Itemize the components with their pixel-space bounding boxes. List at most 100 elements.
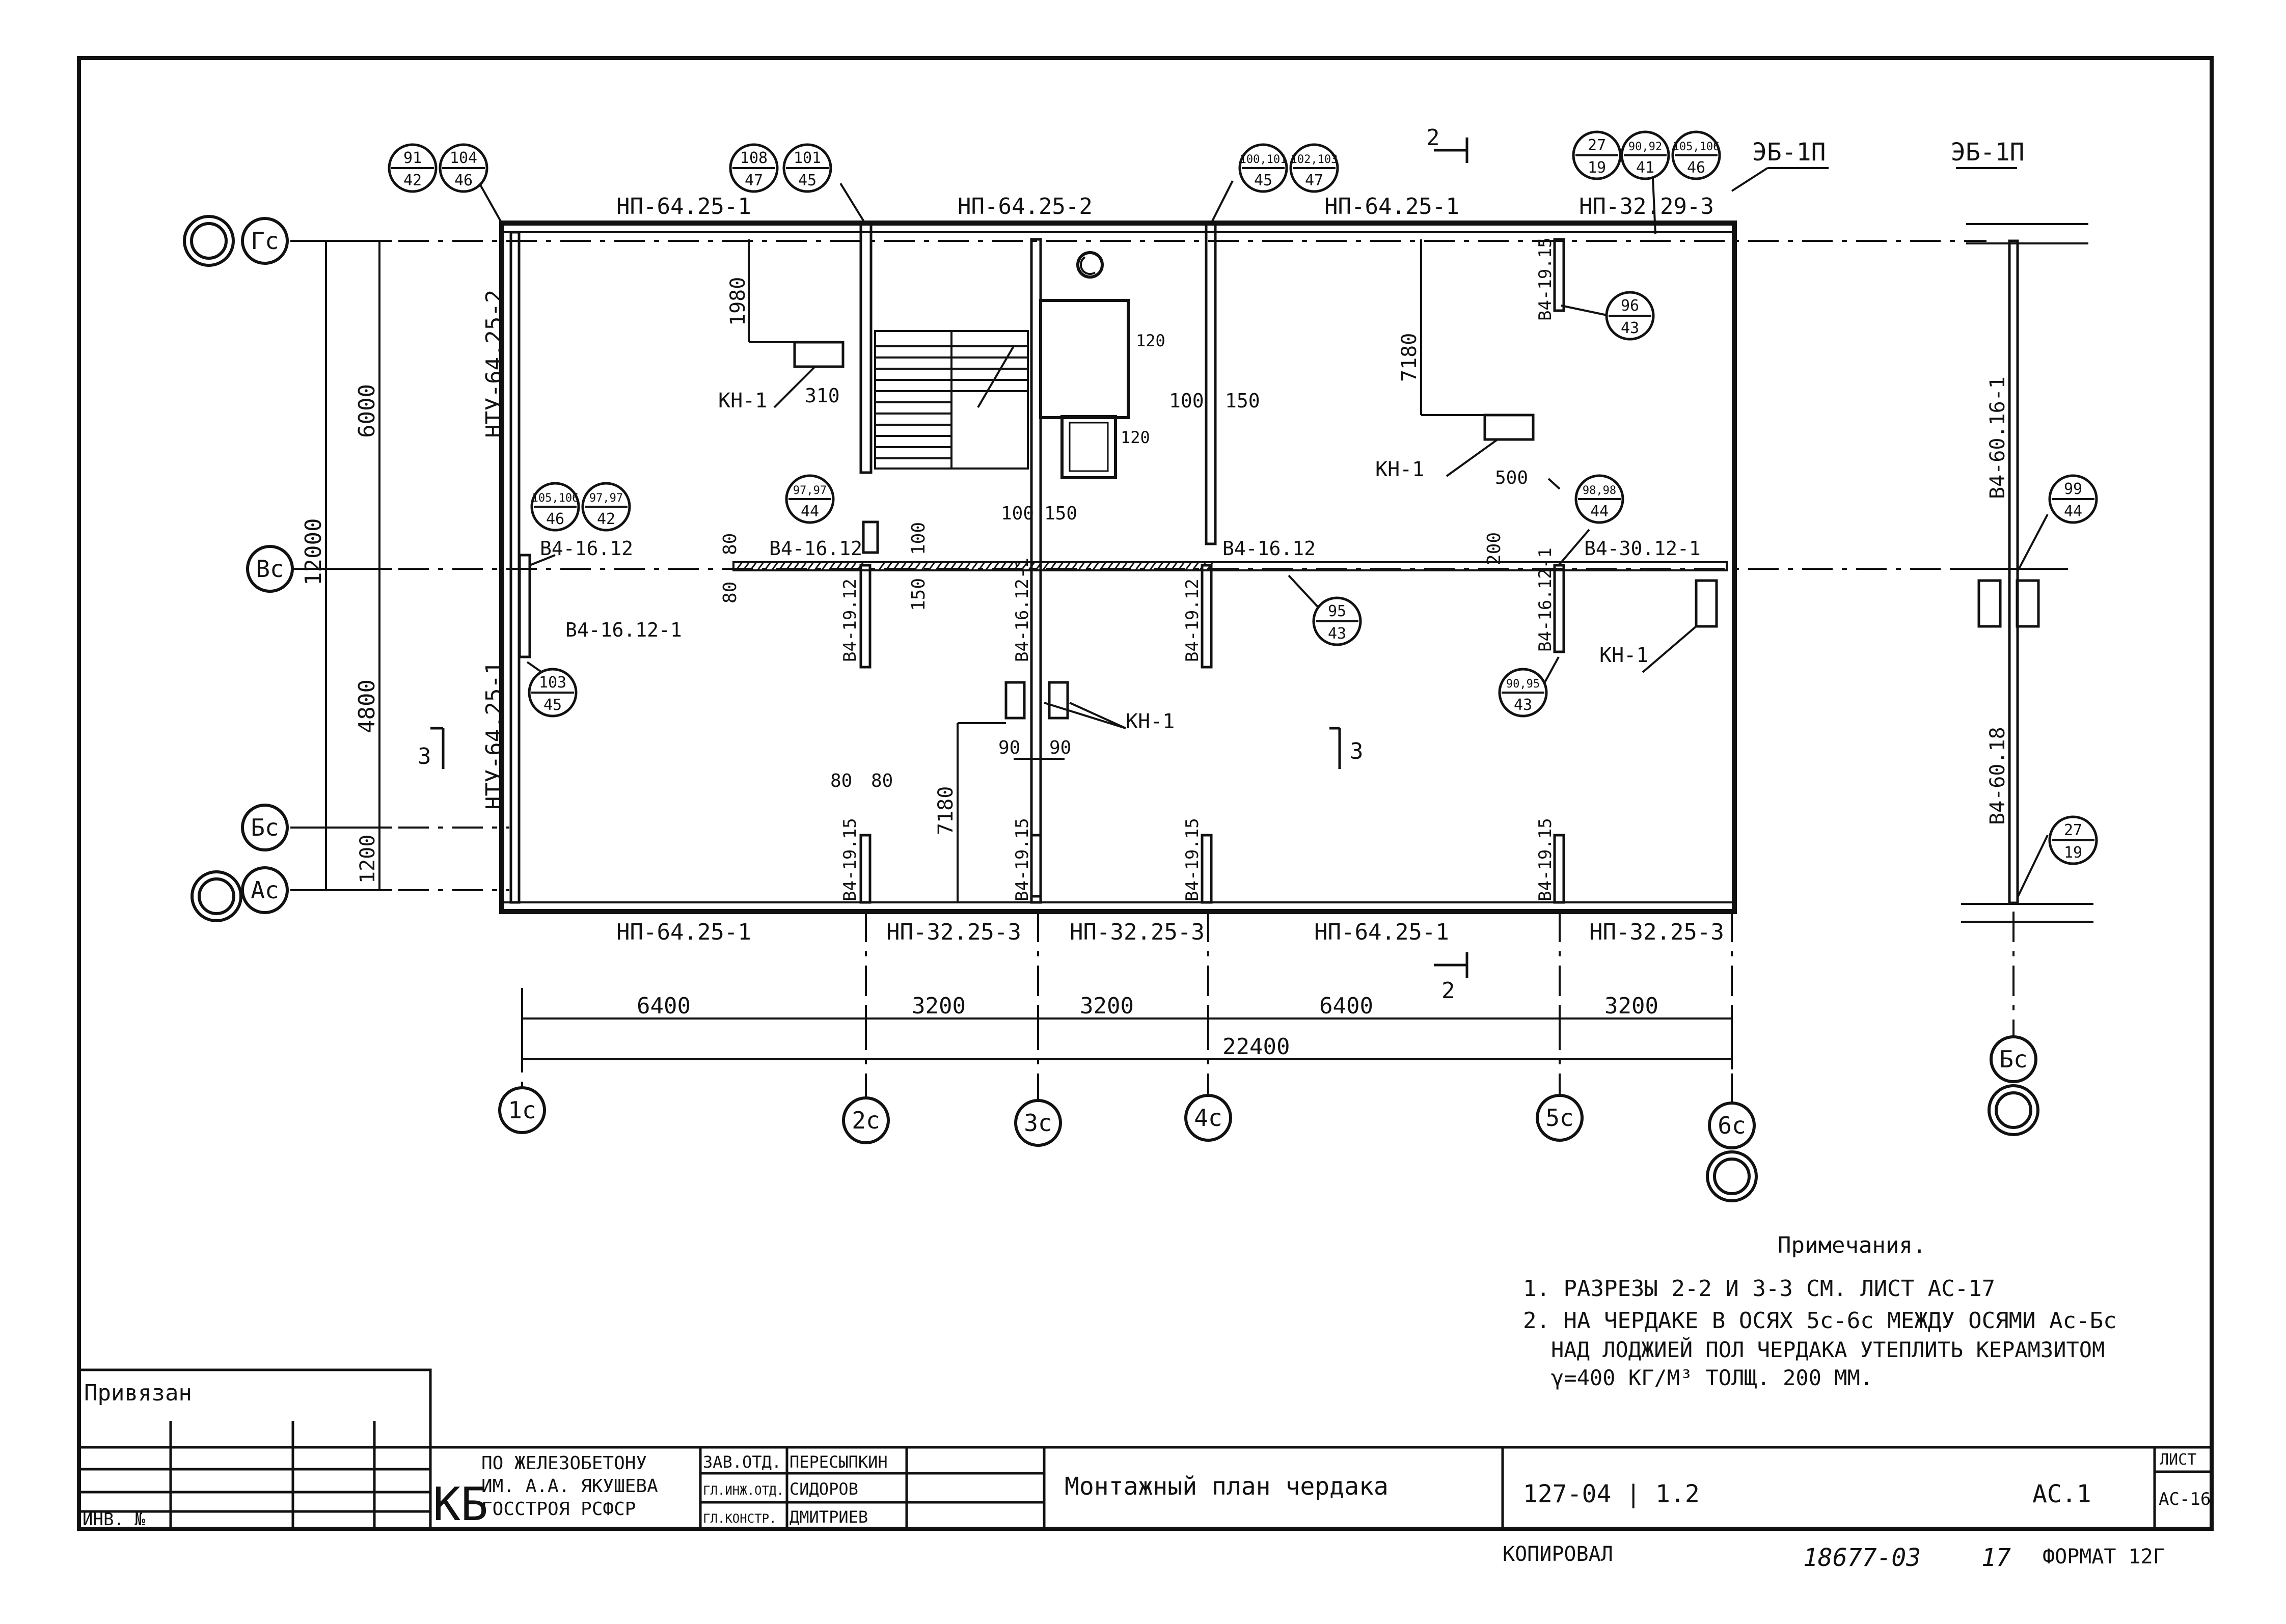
staircase [874, 330, 1029, 470]
dim-inner: 7180 [1398, 333, 1421, 382]
sheet-code: АС.1 [2032, 1480, 2091, 1508]
callout-top: 98,98 [1583, 484, 1616, 497]
note-line: γ=400 КГ/М³ ТОЛЩ. 200 ММ. [1551, 1365, 1873, 1390]
eb-label-1: ЭБ-1П [1752, 138, 1826, 167]
wall-label: В4-16.12-1 [565, 619, 682, 641]
panel-left-2: НТУ-64.25-1 [481, 662, 507, 810]
dim-inner: 80 [720, 582, 741, 603]
panel-labels: НП-64.25-1 НП-64.25-2 НП-64.25-1 НП-32.2… [481, 138, 2025, 945]
kn-label: КН-1 [1599, 644, 1648, 667]
axis-label: 4с [1194, 1104, 1222, 1132]
section-label: 2 [1441, 978, 1455, 1004]
axis-double-circle [190, 870, 242, 922]
kn-label: КН-1 [1375, 458, 1424, 481]
callout-top: 105,106 [1673, 141, 1720, 153]
title-block [77, 1368, 2212, 1530]
name-label: ПЕРЕСЫПКИН [790, 1452, 888, 1472]
axis-label: 2с [852, 1107, 880, 1134]
dim-inner: 150 [1225, 390, 1260, 412]
dim-inner: 7180 [934, 786, 958, 835]
callout-top: 91 [403, 149, 422, 167]
notes-title: Примечания. [1778, 1232, 1926, 1258]
wall-label: В4-19.15 [1535, 818, 1556, 901]
panel-top-4: НП-32.29-3 [1579, 194, 1714, 219]
footer-sheet: 17 [1981, 1544, 2011, 1572]
callout-bottom: 46 [1687, 159, 1705, 177]
dim-inner: 120 [1121, 428, 1150, 447]
dim-left-2: 4800 [354, 679, 380, 733]
eb-label-2: ЭБ-1П [1951, 138, 2025, 167]
callout-top: 99 [2064, 480, 2082, 498]
panel-top-3: НП-64.25-1 [1324, 194, 1459, 219]
axis-label: Бс [1999, 1045, 2027, 1073]
callout-top: 105,106 [532, 492, 579, 505]
dim-bottom-5: 3200 [1604, 993, 1658, 1019]
axis-label: Ас [251, 876, 279, 904]
wall-label: В4-16.12-1 [1535, 547, 1556, 652]
callout-top: 104 [450, 149, 477, 167]
org-line: ПО ЖЕЛЕЗОБЕТОНУ [481, 1453, 647, 1474]
kb-mark: КБ [433, 1478, 488, 1531]
axis-label: 5с [1545, 1104, 1573, 1132]
section-label: 3 [1350, 738, 1364, 764]
section-marks [430, 137, 1468, 978]
callout-bottom: 19 [1588, 159, 1606, 177]
wall-label: В4-19.15 [1012, 818, 1032, 901]
note-line: 1. РАЗРЕЗЫ 2-2 И 3-3 СМ. ЛИСТ АС-17 [1523, 1276, 1995, 1302]
panel-top-1: НП-64.25-1 [616, 194, 751, 219]
callout-bottom: 43 [1514, 696, 1532, 714]
sheet-border [77, 56, 2214, 1531]
callout-top: 102,103 [1291, 153, 1338, 166]
footer-format: ФОРМАТ 12Г [2043, 1545, 2165, 1568]
leader-lines [316, 167, 2093, 1069]
note-line: 2. НА ЧЕРДАКЕ В ОСЯХ 5с-6с МЕЖДУ ОСЯМИ А… [1523, 1308, 2117, 1334]
axis-bubble-col-2c: 2с [842, 1096, 890, 1144]
dim-inner: 80 [871, 770, 893, 791]
callout-bottom: 42 [597, 510, 615, 528]
callout-top: 103 [539, 674, 566, 692]
dim-bottom-3: 3200 [1080, 993, 1134, 1019]
callout-bottom: 47 [745, 172, 763, 189]
footer-copy: КОПИРОВАЛ [1503, 1543, 1613, 1566]
dim-inner: 200 [1484, 532, 1505, 565]
callout-top: 101 [794, 149, 821, 167]
callout-top: 96 [1621, 297, 1639, 315]
callout-bottom: 45 [543, 696, 562, 714]
wall-label: В4-16.12-1 [1012, 558, 1032, 662]
callout-top: 27 [1588, 136, 1606, 154]
dim-inner: 100 [908, 522, 929, 555]
wall-label: В4-19.12 [1182, 579, 1203, 662]
callout-top: 97,97 [589, 492, 623, 505]
callout-c12: 97,97 42 [581, 482, 631, 532]
dim-bottom-4: 6400 [1319, 993, 1373, 1019]
wall-label: В4-16.12 [1222, 537, 1316, 560]
list-label: ЛИСТ [2160, 1451, 2196, 1469]
wall-label: В4-16.12 [769, 537, 862, 560]
panel-bottom-1: НП-64.25-1 [616, 919, 751, 945]
axis-bubble-row-gc: Гс [241, 217, 289, 265]
axis-label: Вс [256, 555, 284, 583]
wall-label: В4-19.15 [1535, 237, 1556, 321]
callout-top: 100,101 [1240, 153, 1287, 166]
callout-bottom: 19 [2064, 844, 2082, 862]
dim-left-1: 6000 [354, 384, 380, 438]
axis-lines [290, 240, 2015, 1125]
kn-label: КН-1 [718, 389, 767, 412]
callout-c9: 105,106 46 [1671, 130, 1721, 180]
list-value: АС-16 [2159, 1489, 2211, 1509]
footer-number: 18677-03 [1803, 1544, 1921, 1572]
interior-walls [518, 222, 2019, 904]
dim-left-3: 1200 [356, 835, 379, 884]
axis-double-circle [183, 215, 235, 267]
axis-double-circle [1988, 1084, 2039, 1136]
panel-bottom-2: НП-32.25-3 [886, 919, 1021, 945]
